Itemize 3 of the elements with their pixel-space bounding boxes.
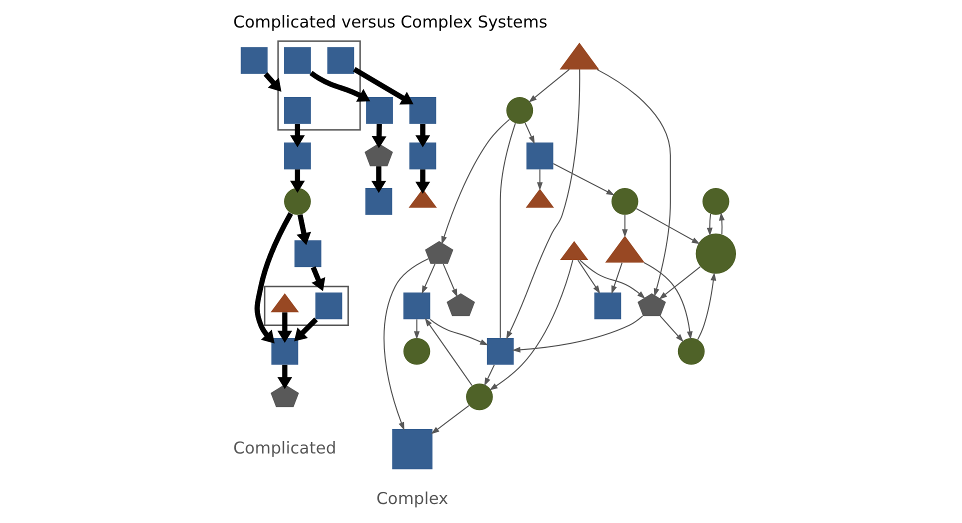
label: Complicated bbox=[232, 438, 336, 458]
diagram-title: Complicated versus Complex Systems bbox=[232, 12, 547, 32]
label: Complex bbox=[376, 488, 448, 508]
